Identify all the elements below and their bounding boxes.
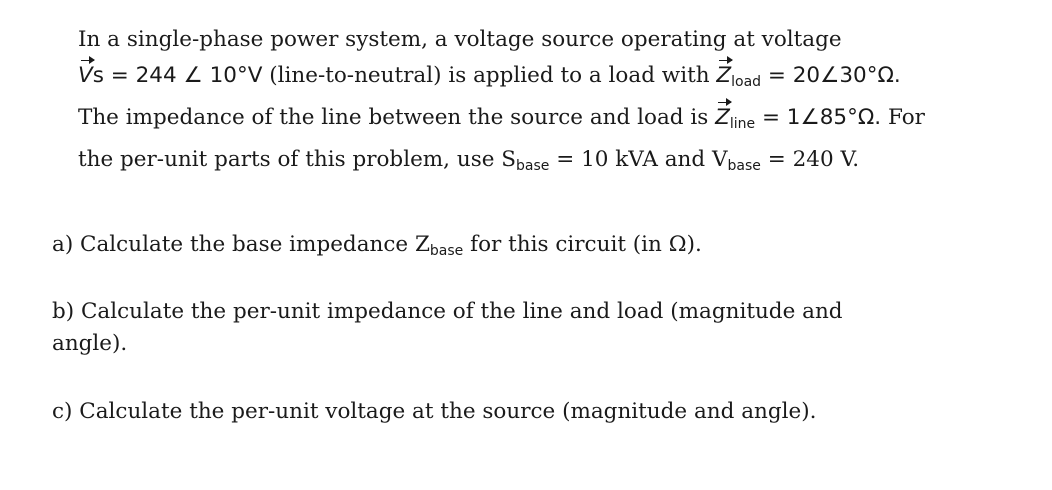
intro-line-1: In a single-phase power system, a voltag… <box>78 27 842 52</box>
source-voltage-phasor: V <box>78 56 95 94</box>
question-c: c) Calculate the per-unit voltage at the… <box>52 399 817 424</box>
source-voltage-value: = 244 ∠ 10°V <box>103 63 270 88</box>
intro-line-2-text: (line-to-neutral) is applied to a load w… <box>269 63 717 88</box>
intro-line-3-tail: For <box>881 105 925 130</box>
intro-line-2: Vs = 244 ∠ 10°V (line-to-neutral) is app… <box>78 56 1038 100</box>
question-a-tail: for this circuit (in Ω). <box>463 232 702 257</box>
question-b: b) Calculate the per-unit impedance of t… <box>52 296 1042 360</box>
problem-statement: In a single-phase power system, a voltag… <box>78 22 1038 184</box>
source-voltage-subscript: s <box>92 63 104 88</box>
intro-line-3: The impedance of the line between the so… <box>78 98 1038 142</box>
line-impedance-value: = 1∠85°Ω. <box>755 105 882 130</box>
intro-line-4-mid: = 10 kVA and V <box>549 147 728 172</box>
intro-line-4-text: the per-unit parts of this problem, use … <box>78 147 517 172</box>
load-impedance-phasor: Z <box>716 56 733 94</box>
load-impedance-value: = 20∠30°Ω. <box>761 63 901 88</box>
z-base-subscript: base <box>429 243 464 259</box>
intro-line-4: the per-unit parts of this problem, use … <box>78 142 1038 184</box>
load-impedance-subscript: load <box>731 74 762 90</box>
question-a: a) Calculate the base impedance Zbase fo… <box>52 229 1042 267</box>
intro-line-3-text: The impedance of the line between the so… <box>78 105 716 130</box>
v-base-subscript: base <box>727 158 761 174</box>
question-a-text: a) Calculate the base impedance Z <box>52 232 430 257</box>
question-b-line-1: b) Calculate the per-unit impedance of t… <box>52 299 843 324</box>
question-b-line-2: angle). <box>52 331 128 356</box>
line-impedance-phasor: Z <box>715 98 732 136</box>
intro-line-4-tail: = 240 V. <box>760 147 860 172</box>
s-base-subscript: base <box>516 158 550 174</box>
line-impedance-subscript: line <box>729 116 756 132</box>
